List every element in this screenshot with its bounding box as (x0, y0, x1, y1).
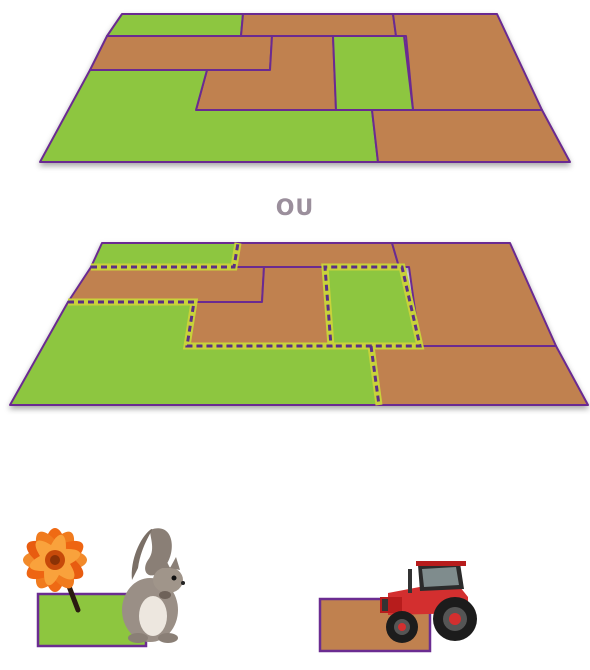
parcel-ploughed-bottom-right (372, 110, 570, 162)
legend-ploughed-graphic (310, 555, 490, 660)
squirrel-icon (122, 528, 185, 643)
parcel-ploughed-right-large (393, 14, 542, 110)
legend-ploughed (310, 555, 490, 660)
parcel-ploughed-top-middle (234, 243, 399, 267)
field-with-hedges (0, 235, 590, 415)
or-separator: OU (0, 196, 590, 221)
legend-grass (0, 510, 200, 660)
parcel-ploughed-band-left (90, 36, 272, 70)
parcel-grass-top-left (107, 14, 243, 36)
parcel-grass-top-left (91, 243, 238, 267)
parcel-ploughed-top-middle (241, 14, 396, 36)
parcel-grass-center (333, 36, 413, 110)
legend-grass-graphic (0, 510, 200, 660)
parcel-ploughed-band-left (68, 267, 264, 302)
field-without-hedges (0, 0, 590, 175)
parcel-ploughed-bottom-right (371, 346, 588, 405)
